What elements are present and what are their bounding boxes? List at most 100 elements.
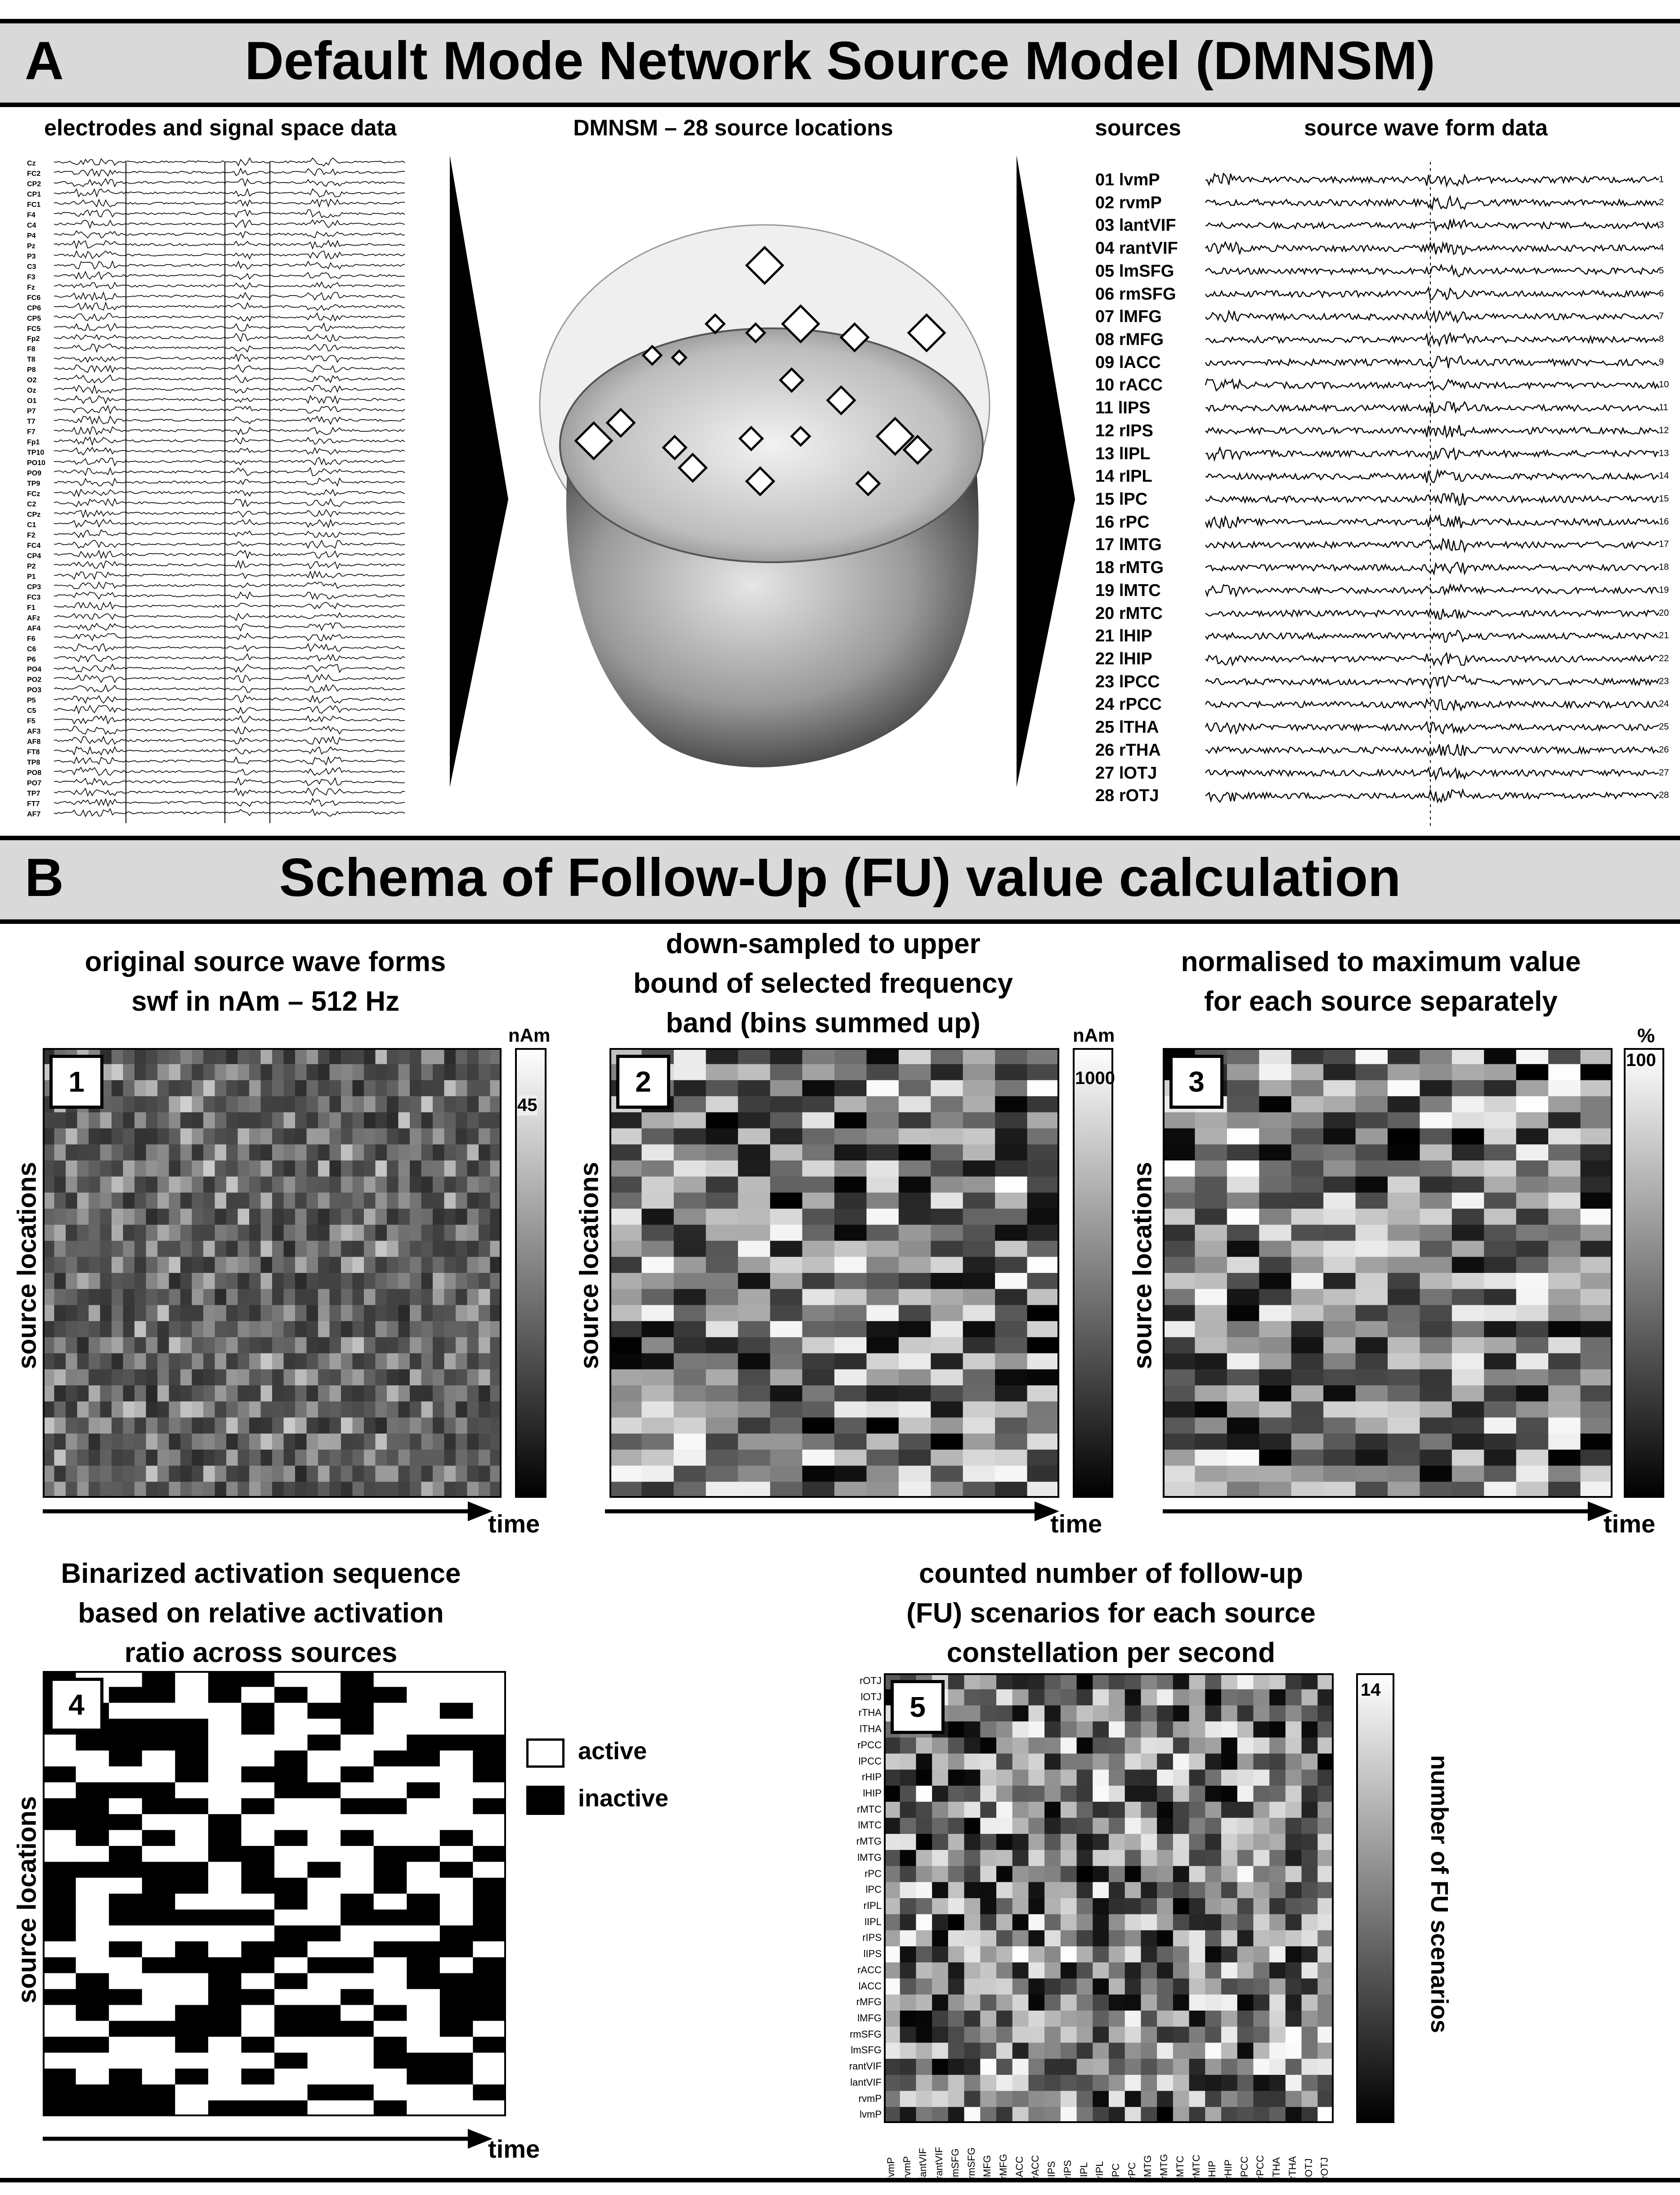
source-waveform bbox=[1205, 492, 1659, 506]
heatmap-cell bbox=[306, 1192, 318, 1209]
heatmap-cell bbox=[1157, 2026, 1174, 2043]
source-waveform bbox=[1205, 378, 1660, 392]
binary-cell bbox=[373, 1814, 407, 1831]
heatmap-cell bbox=[329, 1176, 341, 1193]
heatmap-cell bbox=[898, 1482, 931, 1498]
eeg-trace bbox=[54, 808, 405, 818]
binary-cell bbox=[340, 2084, 374, 2101]
heatmap-cell bbox=[1163, 1112, 1195, 1129]
heatmap-cell bbox=[1452, 1128, 1484, 1145]
heatmap-cell bbox=[1420, 1128, 1452, 1145]
heatmap-cell bbox=[964, 1834, 981, 1850]
eeg-trace bbox=[54, 281, 405, 290]
heatmap-cell bbox=[1388, 1449, 1420, 1466]
heatmap-cell bbox=[100, 1401, 112, 1418]
heatmap-cell bbox=[900, 1994, 916, 2011]
heatmap-cell bbox=[1291, 1080, 1324, 1097]
heatmap-cell bbox=[43, 1112, 54, 1129]
heatmap-cell bbox=[123, 1080, 135, 1097]
heatmap-cell bbox=[1141, 1801, 1157, 1818]
heatmap-cell bbox=[1388, 1257, 1420, 1273]
heatmap-cell bbox=[134, 1160, 146, 1177]
heatmap-cell bbox=[1580, 1192, 1613, 1209]
heatmap-cell bbox=[1060, 1994, 1077, 2011]
heatmap-cell bbox=[964, 1737, 981, 1754]
heatmap-cell bbox=[1163, 1321, 1195, 1338]
heatmap-cell bbox=[318, 1482, 330, 1498]
heatmap-cell bbox=[1221, 1721, 1238, 1738]
heatmap-cell bbox=[341, 1321, 353, 1338]
heatmap-cell bbox=[352, 1273, 364, 1290]
heatmap-cell bbox=[467, 1241, 479, 1257]
heatmap-cell bbox=[456, 1176, 467, 1193]
heatmap-cell bbox=[1323, 1257, 1356, 1273]
heatmap-cell bbox=[1253, 2074, 1270, 2092]
heatmap-cell bbox=[375, 1385, 387, 1402]
heatmap-cell bbox=[948, 1834, 965, 1850]
source-waveform bbox=[1205, 651, 1659, 667]
heatmap-cell bbox=[1076, 1978, 1093, 1995]
heatmap-cell bbox=[1195, 1417, 1228, 1434]
heatmap-cell bbox=[157, 1209, 169, 1225]
binary-cell bbox=[109, 1925, 143, 1942]
trace-number: 4 bbox=[1659, 243, 1664, 253]
heatmap-cell bbox=[364, 1241, 376, 1257]
binary-cell bbox=[307, 1846, 341, 1862]
heatmap-cell bbox=[1221, 1753, 1238, 1770]
heatmap-cell bbox=[609, 1417, 642, 1434]
heatmap-cell bbox=[226, 1257, 238, 1273]
heatmap-cell bbox=[1291, 1305, 1324, 1321]
heatmap-cell bbox=[1259, 1192, 1292, 1209]
heatmap-cell bbox=[100, 1241, 112, 1257]
heatmap-cell bbox=[352, 1369, 364, 1386]
heatmap-cell bbox=[1012, 1786, 1029, 1802]
heatmap-cell bbox=[375, 1224, 387, 1241]
heatmap-cell bbox=[77, 1401, 89, 1418]
heatmap-cell bbox=[1253, 1850, 1270, 1867]
heatmap-cell bbox=[54, 1128, 66, 1145]
heatmap-cell bbox=[237, 1064, 250, 1080]
heatmap-cell bbox=[146, 1482, 158, 1498]
heatmap-cell bbox=[398, 1305, 410, 1321]
eeg-trace bbox=[54, 415, 405, 425]
eeg-trace bbox=[54, 209, 405, 219]
heatmap-cell bbox=[54, 1273, 66, 1290]
heatmap-cell bbox=[1237, 1737, 1254, 1754]
heatmap-cell bbox=[1173, 1882, 1190, 1899]
heatmap-cell bbox=[834, 1176, 867, 1193]
heatmap-cell bbox=[1044, 1930, 1061, 1947]
heatmap-cell bbox=[980, 1834, 997, 1850]
heatmap-cell bbox=[1163, 1401, 1195, 1418]
heatmap-cell bbox=[54, 1353, 66, 1370]
heatmap-cell bbox=[490, 1176, 502, 1193]
heatmap-cell bbox=[980, 1705, 997, 1722]
heatmap-cell bbox=[203, 1353, 215, 1370]
heatmap-cell bbox=[249, 1128, 261, 1145]
electrode-label: AF4 bbox=[27, 624, 41, 632]
heatmap-cell bbox=[100, 1449, 112, 1466]
heatmap-cell bbox=[410, 1353, 421, 1370]
heatmap-cell bbox=[1141, 2026, 1157, 2043]
heatmap-cell bbox=[932, 2074, 949, 2092]
heatmap-cell bbox=[375, 1048, 387, 1065]
heatmap-cell bbox=[433, 1112, 444, 1129]
binary-cell bbox=[175, 1989, 209, 2005]
heatmap-cell bbox=[898, 1112, 931, 1129]
heatmap-cell bbox=[1012, 1737, 1029, 1754]
binary-cell bbox=[307, 1830, 341, 1846]
binary-cell bbox=[373, 1671, 407, 1687]
heatmap-cell bbox=[295, 1353, 307, 1370]
heatmap-cell bbox=[963, 1241, 995, 1257]
heatmap-cell bbox=[398, 1417, 410, 1434]
heatmap-cell bbox=[1060, 1737, 1077, 1754]
heatmap-cell bbox=[770, 1321, 803, 1338]
heatmap-cell bbox=[1388, 1241, 1420, 1257]
heatmap-cell bbox=[1173, 2011, 1190, 2027]
heatmap-cell bbox=[1173, 2043, 1190, 2059]
heatmap-cell bbox=[1093, 1962, 1109, 1979]
binary-cell bbox=[109, 1766, 143, 1783]
heatmap-cell bbox=[884, 2026, 900, 2043]
heatmap-cell bbox=[192, 1385, 204, 1402]
heatmap-cell bbox=[490, 1385, 502, 1402]
eeg-trace bbox=[54, 663, 405, 673]
